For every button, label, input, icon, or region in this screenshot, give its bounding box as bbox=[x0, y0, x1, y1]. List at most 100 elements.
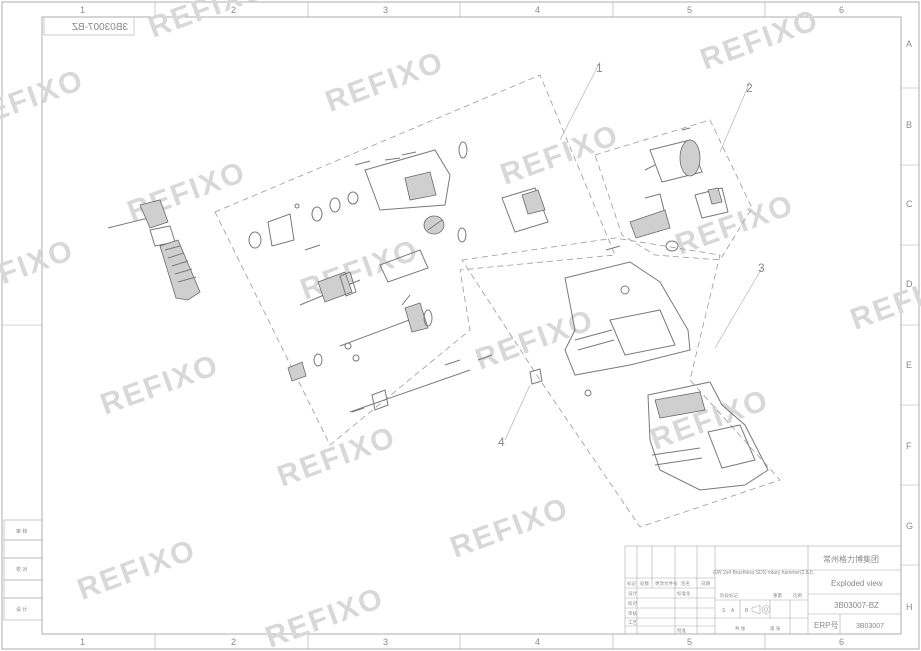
sign-process: 工艺 bbox=[628, 620, 637, 625]
rev-h-2: 处数 bbox=[640, 580, 649, 587]
row-e: E bbox=[906, 360, 912, 370]
col-5-top: 5 bbox=[687, 5, 692, 15]
motor bbox=[644, 127, 703, 183]
mirrored-number-box: 3B03007-BZ bbox=[43, 16, 135, 36]
rev-h-1: 标记 bbox=[627, 580, 636, 587]
scale-label: 比例 bbox=[793, 592, 802, 599]
product-name: GW 2x4 Brushless SDS rotary hammer(2.8J) bbox=[713, 570, 813, 576]
left-strip-review: 审 核 bbox=[16, 528, 27, 535]
col-1-bottom: 1 bbox=[80, 637, 85, 647]
watermark-13: REFIXO bbox=[646, 383, 774, 456]
stage-a: A bbox=[731, 608, 735, 614]
watermark-7: REFIXO bbox=[296, 233, 424, 306]
left-strip-design: 设 计 bbox=[16, 606, 27, 613]
erp-code: 3B03007 bbox=[856, 623, 884, 630]
watermark-9: REFIXO bbox=[0, 233, 79, 306]
weight-label: 重量 bbox=[773, 592, 782, 599]
title-block: 标记 处数 更改文件号 签名 日期 设计 校对 审核 工艺 标准化 批准 GW … bbox=[624, 545, 902, 635]
row-f: F bbox=[906, 441, 912, 451]
callout-4: 4 bbox=[498, 435, 505, 449]
row-g: G bbox=[906, 521, 913, 531]
housing-half bbox=[564, 245, 691, 376]
callout-2: 2 bbox=[746, 81, 753, 95]
row-a: A bbox=[906, 39, 912, 49]
col-5-bottom: 5 bbox=[687, 637, 692, 647]
sign-standard: 标准化 bbox=[677, 590, 691, 597]
col-2-top: 2 bbox=[231, 5, 236, 15]
col-2-bottom: 2 bbox=[231, 637, 236, 647]
lower-pins bbox=[287, 342, 493, 382]
erp-label: ERP号 bbox=[814, 621, 838, 630]
watermark-1: REFIXO bbox=[144, 0, 272, 45]
watermark-2: REFIXO bbox=[321, 45, 449, 118]
watermark-4: REFIXO bbox=[0, 63, 89, 136]
watermark-3: REFIXO bbox=[696, 3, 824, 76]
zone-columns: 1 2 3 4 5 6 1 2 3 4 5 6 bbox=[80, 2, 844, 649]
watermark-17: REFIXO bbox=[261, 581, 389, 651]
sign-design: 设计 bbox=[628, 590, 637, 597]
callout-3-leader bbox=[714, 267, 763, 349]
watermark-14: REFIXO bbox=[273, 420, 401, 493]
watermark-15: REFIXO bbox=[446, 491, 574, 564]
side-handle bbox=[107, 199, 201, 301]
group-3-outline bbox=[461, 237, 781, 528]
striker-rod bbox=[349, 369, 471, 413]
housing-battery-adapter bbox=[584, 381, 769, 491]
mode-selector bbox=[423, 215, 467, 243]
col-4-top: 4 bbox=[535, 5, 540, 15]
callout-1-leader bbox=[559, 61, 601, 141]
sheet-index: 第 张 bbox=[770, 625, 781, 632]
stage-label: 阶段标记 bbox=[720, 592, 738, 599]
chuck-parts bbox=[248, 191, 359, 249]
stage-b: B bbox=[745, 608, 749, 614]
col-1-top: 1 bbox=[80, 5, 85, 15]
sign-approve: 批准 bbox=[677, 627, 686, 634]
row-b: B bbox=[906, 120, 912, 130]
rev-h-3: 更改文件号 bbox=[655, 580, 678, 587]
watermark-11: REFIXO bbox=[846, 263, 921, 336]
left-strip: 审 核 校 对 设 计 bbox=[2, 324, 43, 621]
mirrored-drawing-number: 3B03007-BZ bbox=[72, 22, 128, 33]
controller-board bbox=[629, 193, 671, 239]
watermark-6: REFIXO bbox=[496, 118, 624, 191]
row-c: C bbox=[906, 199, 913, 209]
bearing-bracket bbox=[501, 187, 549, 233]
callout-3: 3 bbox=[758, 261, 765, 275]
watermark-10: REFIXO bbox=[471, 303, 599, 376]
drawing-number: 3B03007-BZ bbox=[834, 601, 879, 610]
small-part-4 bbox=[529, 368, 543, 385]
callout-4-leader bbox=[504, 384, 531, 441]
row-d: D bbox=[906, 279, 913, 289]
row-h: H bbox=[906, 602, 913, 612]
col-4-bottom: 4 bbox=[535, 637, 540, 647]
zone-rows: A B C D E F G H bbox=[901, 39, 919, 612]
rev-h-4: 签名 bbox=[681, 580, 690, 587]
company-name: 常州格力博集团 bbox=[823, 554, 879, 564]
rev-h-5: 日期 bbox=[701, 581, 710, 587]
stage-s: S bbox=[722, 608, 726, 614]
watermark-16: REFIXO bbox=[73, 533, 201, 606]
sheet-total: 共 张 bbox=[735, 625, 746, 632]
spindle bbox=[299, 244, 429, 306]
gear-housing bbox=[354, 141, 468, 211]
left-strip-check: 校 对 bbox=[16, 566, 27, 573]
inner-frame bbox=[41, 16, 902, 635]
sheet-title: Exploded view bbox=[831, 579, 883, 588]
callout-1: 1 bbox=[596, 61, 603, 75]
sign-review: 审核 bbox=[628, 610, 637, 617]
col-6-bottom: 6 bbox=[839, 637, 844, 647]
watermark-5: REFIXO bbox=[123, 155, 251, 228]
sign-check: 校对 bbox=[628, 600, 637, 607]
col-3-top: 3 bbox=[383, 5, 388, 15]
group-2-outline bbox=[594, 119, 753, 261]
crank-shaft bbox=[339, 294, 433, 347]
watermark-12: REFIXO bbox=[96, 348, 224, 421]
group-1-outline bbox=[214, 74, 616, 446]
col-6-top: 6 bbox=[839, 5, 844, 15]
trigger-switch bbox=[665, 187, 729, 252]
col-3-bottom: 3 bbox=[383, 637, 388, 647]
callout-2-leader bbox=[719, 81, 751, 153]
